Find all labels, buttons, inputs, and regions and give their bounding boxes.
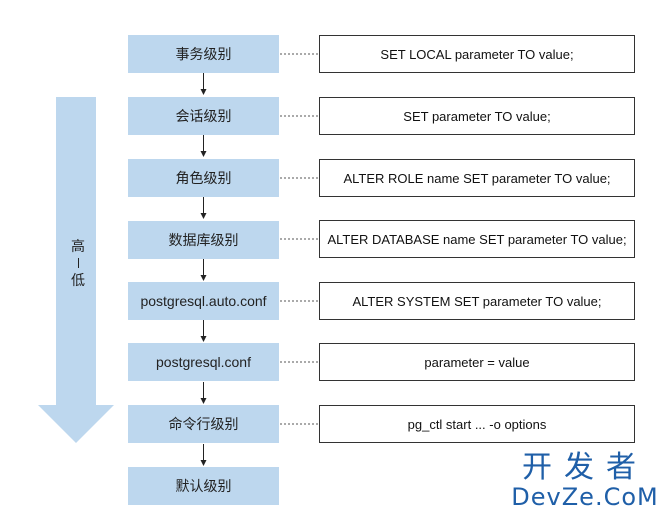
command-pg-ctl: pg_ctl start ... -o options [319, 405, 635, 443]
level-command-line: 命令行级别 [128, 405, 279, 443]
command-database: ALTER DATABASE name SET parameter TO val… [319, 220, 635, 258]
level-session: 会话级别 [128, 97, 279, 135]
watermark-logo: 开发者 DevZe.CoM [505, 450, 665, 511]
priority-arrow [38, 97, 114, 443]
priority-separator [77, 258, 79, 268]
level-database: 数据库级别 [128, 221, 279, 259]
watermark-cn: 开发者 [522, 450, 648, 485]
command-postgresql-conf: parameter = value [319, 343, 635, 381]
level-postgresql-conf: postgresql.conf [128, 343, 279, 381]
watermark-en: DevZe.CoM [511, 483, 659, 511]
command-transaction: SET LOCAL parameter TO value; [319, 35, 635, 73]
command-system: ALTER SYSTEM SET parameter TO value; [319, 282, 635, 320]
priority-low: 低 [71, 272, 85, 288]
priority-high: 高 [71, 238, 85, 254]
level-role: 角色级别 [128, 159, 279, 197]
level-auto-conf: postgresql.auto.conf [128, 282, 279, 320]
priority-label: 高 低 [68, 238, 88, 288]
level-default: 默认级别 [128, 467, 279, 505]
command-session: SET parameter TO value; [319, 97, 635, 135]
command-role: ALTER ROLE name SET parameter TO value; [319, 159, 635, 197]
level-transaction: 事务级别 [128, 35, 279, 73]
